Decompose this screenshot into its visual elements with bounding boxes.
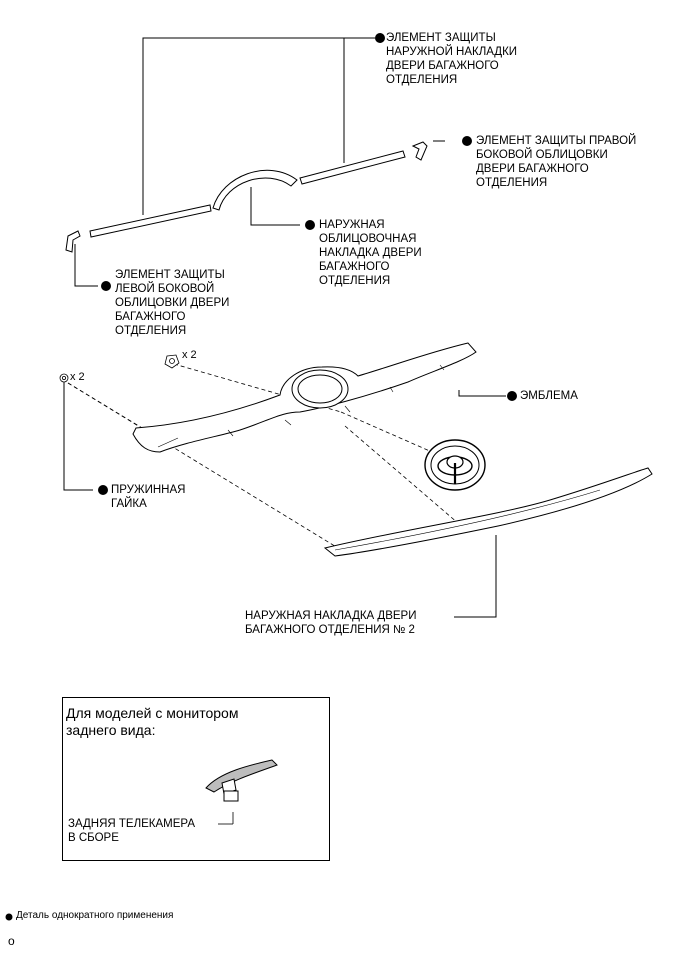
- clip-part: [164, 354, 180, 369]
- right-side-protector: [411, 141, 428, 161]
- inset-title: Для моделей с монитором заднего вида:: [66, 705, 239, 738]
- leader-lines: [63, 37, 506, 618]
- emblem-label: ЭМБЛЕМА: [520, 390, 578, 402]
- left-side-protector: [65, 230, 81, 253]
- single-use-markers: [5, 33, 517, 921]
- right-side-protector-label: ЭЛЕМЕНТ ЗАЩИТЫ ПРАВОЙ БОКОВОЙ ОБЛИЦОВКИ …: [476, 135, 637, 189]
- alignment-lines: [67, 363, 467, 549]
- outer-garnish-no2-label: НАРУЖНАЯ НАКЛАДКА ДВЕРИ БАГАЖНОГО ОТДЕЛЕ…: [245, 610, 417, 636]
- single-use-legend: Деталь однократного применения: [16, 910, 174, 921]
- outer-garnish-protector-label: ЭЛЕМЕНТ ЗАЩИТЫ НАРУЖНОЙ НАКЛАДКИ ДВЕРИ Б…: [386, 32, 518, 86]
- clip-quantity: x 2: [182, 349, 197, 361]
- nut-quantity: x 2: [70, 371, 85, 383]
- outer-garnish-protector-strips: [89, 150, 406, 238]
- left-side-protector-label: ЭЛЕМЕНТ ЗАЩИТЫ ЛЕВОЙ БОКОВОЙ ОБЛИЦОВКИ Д…: [115, 269, 230, 337]
- main-garnish-panel: [132, 342, 477, 453]
- outer-garnish-label: НАРУЖНАЯ ОБЛИЦОВОЧНАЯ НАКЛАДКА ДВЕРИ БАГ…: [319, 219, 422, 287]
- emblem-part: [424, 439, 486, 491]
- lower-garnish-strip: [323, 467, 653, 557]
- spring-nut-part: [59, 373, 69, 383]
- outer-garnish-arc: [212, 169, 298, 211]
- rear-camera-part: [205, 759, 278, 825]
- footer-mark: o: [8, 934, 15, 948]
- spring-nut-label: ПРУЖИННАЯ ГАЙКА: [111, 484, 186, 510]
- rear-view-monitor-inset: [62, 697, 330, 861]
- rear-camera-label: ЗАДНЯЯ ТЕЛЕКАМЕРА В СБОРЕ: [68, 818, 195, 844]
